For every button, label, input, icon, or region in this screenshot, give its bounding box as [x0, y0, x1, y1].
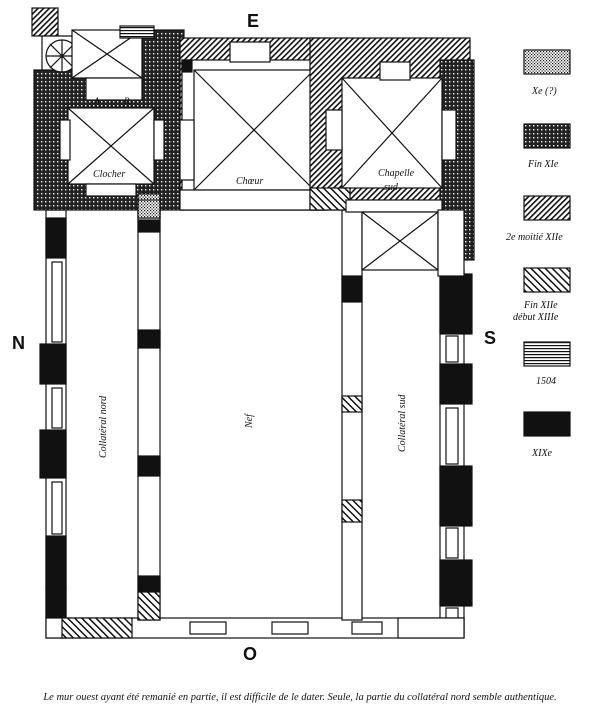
legend-label: 1504 [536, 376, 556, 387]
legend-swatch-diagonal-fine [523, 195, 571, 221]
choeur-block [137, 37, 339, 219]
legend-label: Fin XIe [527, 159, 559, 170]
legend-item-fin-xiie: Fin XIIe début XIIIe [513, 267, 571, 323]
label-choeur: Chœur [236, 176, 263, 187]
label-chapelle-line1: Chapelle [378, 168, 415, 179]
legend: Xe (?) Fin XIe 2e moitié XIIe Fin XIIe d… [506, 49, 571, 459]
compass-east: E [247, 11, 259, 31]
legend-item-fin-xie: Fin XIe [523, 123, 571, 170]
legend-item-2e-moitie-xiie: 2e moitié XIIe [506, 195, 571, 243]
label-clocher: Clocher [93, 169, 125, 180]
legend-swatch-crosshatch [523, 123, 571, 149]
legend-item-1504: 1504 [523, 341, 571, 387]
legend-label-line2: début XIIIe [513, 312, 559, 323]
church-floor-plan: E N S O [12, 7, 571, 664]
legend-item-xe: Xe (?) [523, 49, 571, 97]
compass-south: S [484, 328, 496, 348]
marker-b: B [124, 96, 130, 106]
arcade-piers [137, 209, 363, 621]
legend-label: 2e moitié XIIe [506, 232, 563, 243]
legend-item-xixe: XIXe [523, 411, 571, 459]
legend-label: XIXe [531, 448, 553, 459]
label-nef: Nef [244, 413, 255, 429]
outer-walls [39, 209, 473, 639]
compass-west: O [243, 644, 257, 664]
legend-swatch-dots [523, 49, 571, 75]
label-collateral-nord: Collatéral nord [98, 395, 109, 458]
figure-caption: Le mur ouest ayant été remanié en partie… [43, 692, 557, 703]
south-aisle-east-bay [361, 209, 465, 277]
chapelle-sud-block [309, 37, 475, 261]
compass-north: N [12, 333, 25, 353]
label-collateral-sud: Collatéral sud [397, 393, 408, 452]
legend-swatch-horizontal [523, 341, 571, 367]
legend-swatch-solid [523, 411, 571, 437]
marker-a: A [93, 96, 100, 106]
legend-swatch-diagonal-wide [523, 267, 571, 293]
clocher-block [31, 7, 185, 219]
legend-label-line1: Fin XIIe [523, 300, 558, 311]
legend-label: Xe (?) [531, 86, 557, 97]
label-chapelle-line2: sud [384, 182, 399, 193]
